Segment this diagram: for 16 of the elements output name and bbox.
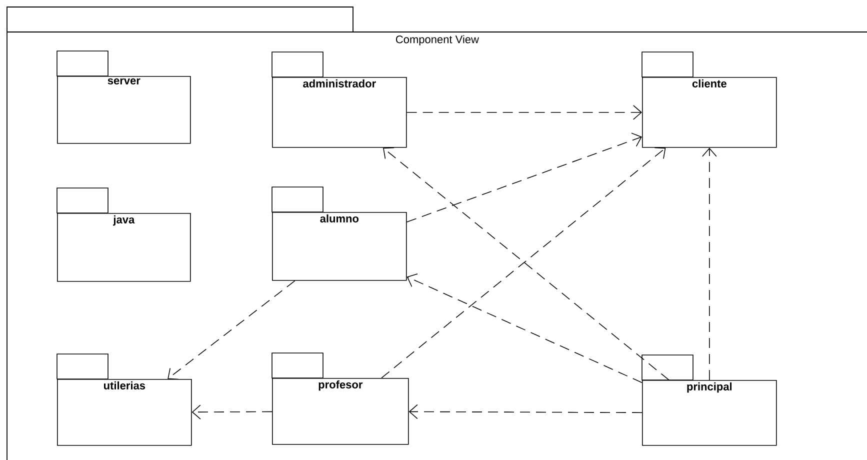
package-box: utilerias — [56, 354, 192, 446]
package-box: cliente — [642, 52, 777, 148]
dependency-arrow — [192, 404, 272, 420]
package-box: profesor — [272, 352, 409, 445]
dependency-arrow — [406, 273, 642, 384]
package-box: java — [56, 188, 191, 282]
node-label: Component View — [396, 35, 479, 46]
package-box: server — [56, 50, 191, 144]
dependency-arrow — [168, 280, 296, 380]
package-box: principal — [642, 354, 777, 446]
dependency-arrow — [406, 132, 642, 222]
dependency-arrow — [408, 404, 642, 420]
package-box: administrador — [272, 52, 407, 148]
dependency-arrow — [406, 105, 642, 120]
dependency-arrow — [702, 148, 717, 380]
package-box: alumno — [272, 186, 407, 281]
